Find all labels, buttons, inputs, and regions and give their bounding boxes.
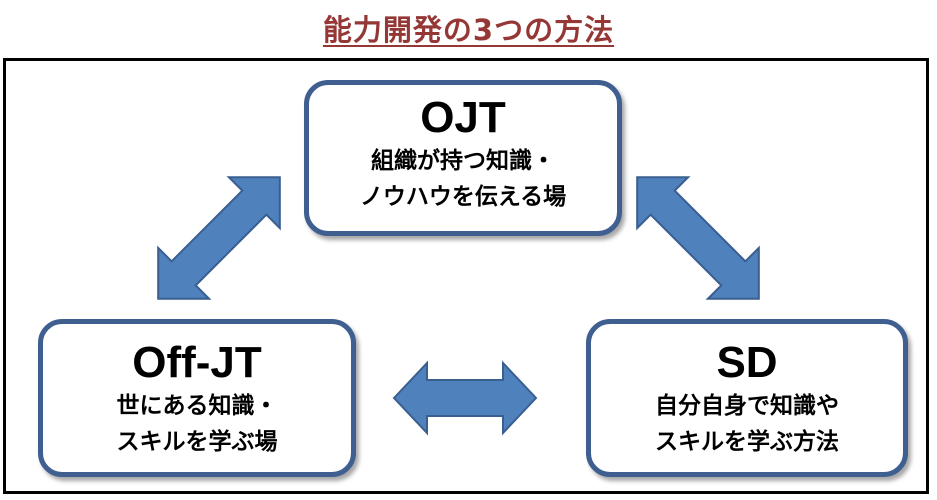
node-offjt-heading: Off-JT bbox=[132, 338, 262, 387]
diagram-frame bbox=[3, 58, 929, 494]
node-offjt-line-2: スキルを学ぶ場 bbox=[116, 429, 278, 455]
arrow-ojt-sd bbox=[636, 176, 760, 300]
node-ojt-line-2: ノウハウを伝える場 bbox=[359, 184, 567, 210]
node-ojt: OJT 組織が持つ知識・ ノウハウを伝える場 bbox=[304, 80, 622, 236]
arrow-ojt-offjt bbox=[157, 176, 281, 300]
node-sd: SD 自分自身で知識や スキルを学ぶ方法 bbox=[586, 319, 908, 477]
diagram-title: 能力開発の3つの方法 bbox=[0, 12, 937, 48]
arrow-offjt-sd bbox=[392, 360, 538, 436]
node-ojt-heading: OJT bbox=[420, 93, 506, 142]
node-sd-line-2: スキルを学ぶ方法 bbox=[655, 429, 839, 455]
diagram-title-text: 能力開発の3つの方法 bbox=[322, 13, 615, 47]
node-offjt: Off-JT 世にある知識・ スキルを学ぶ場 bbox=[38, 319, 356, 477]
node-sd-line-1: 自分自身で知識や bbox=[655, 393, 839, 419]
node-ojt-line-1: 組織が持つ知識・ bbox=[371, 148, 555, 174]
node-sd-heading: SD bbox=[716, 338, 778, 387]
node-offjt-line-1: 世にある知識・ bbox=[116, 393, 278, 419]
